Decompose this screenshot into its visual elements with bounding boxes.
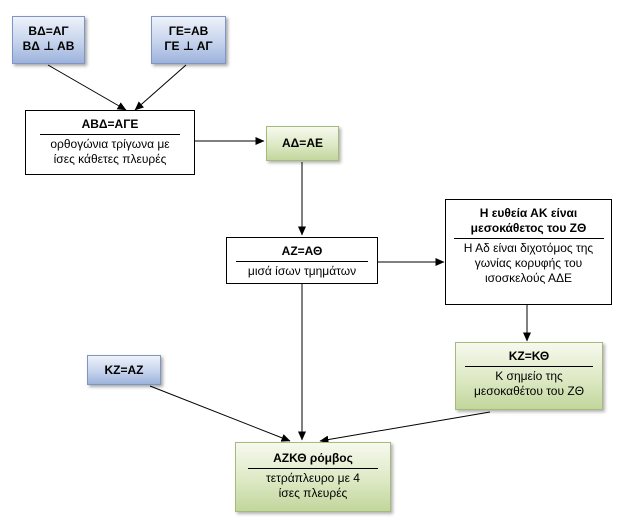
- node-kz-kth-line-1: Κ σημείο της: [495, 369, 563, 383]
- node-azkth-line-2: ίσες πλευρές: [278, 486, 348, 500]
- arrow-ge-to-abd: [134, 64, 187, 111]
- arrow-kzkth-to-rombos: [319, 411, 491, 444]
- node-ak-title-line-1: Η ευθεία ΑΚ είναι: [479, 206, 578, 220]
- node-ak-line-2: γωνίας κορυφής του: [474, 256, 583, 270]
- node-ak-line-3: ισοσκελούς ΑΔΕ: [484, 271, 573, 285]
- node-bd-ag-line-1: ΒΔ=ΑΓ: [28, 24, 69, 38]
- node-azkth-divider: [248, 468, 378, 469]
- node-ak-line-1: Η Αδ είναι διχοτόμος της: [463, 241, 594, 255]
- node-azkth-title: ΑΖΚΘ ρόμβος: [273, 451, 353, 465]
- node-ad-ae-title: ΑΔ=ΑΕ: [282, 136, 323, 150]
- node-az-ath-divider: [236, 261, 368, 262]
- node-ge-ab-line-2: ΓΕ ⊥ ΑΓ: [164, 39, 213, 53]
- node-ak-mesokathetos: Η ευθεία ΑΚ είναι μεσοκάθετος του ΖΘ Η Α…: [445, 199, 612, 305]
- node-abd-age-title: ΑΒΔ=ΑΓΕ: [81, 117, 139, 131]
- node-ak-title-line-2: μεσοκάθετος του ΖΘ: [470, 221, 587, 235]
- arrow-bd-to-abd: [47, 64, 127, 111]
- node-bd-ag-line-2: ΒΔ ⊥ ΑΒ: [22, 39, 75, 53]
- node-abd-age-divider: [40, 134, 180, 135]
- node-kz-kth: ΚΖ=ΚΘ Κ σημείο της μεσοκαθέτου του ΖΘ: [455, 342, 603, 410]
- node-az-ath: ΑΖ=ΑΘ μισά ίσων τμημάτων: [226, 237, 378, 284]
- node-kz-az: ΚΖ=ΑΖ: [87, 355, 161, 385]
- node-ad-ae: ΑΔ=ΑΕ: [266, 126, 339, 161]
- node-bd-ag: ΒΔ=ΑΓ ΒΔ ⊥ ΑΒ: [12, 16, 85, 64]
- arrow-kzaz-to-rombos: [149, 385, 291, 442]
- node-abd-age-line-1: ορθογώνια τρίγωνα με: [50, 137, 170, 151]
- node-ge-ab-line-1: ΓΕ=ΑΒ: [168, 24, 209, 38]
- node-kz-kth-title: ΚΖ=ΚΘ: [508, 349, 550, 363]
- node-azkth-line-1: τετράπλευρο με 4: [266, 471, 360, 485]
- node-kz-az-line-1: ΚΖ=ΑΖ: [104, 363, 144, 377]
- node-kz-kth-line-2: μεσοκαθέτου του ΖΘ: [473, 384, 585, 398]
- node-az-ath-title: ΑΖ=ΑΘ: [281, 244, 323, 258]
- node-kz-kth-divider: [465, 366, 593, 367]
- node-ak-divider: [453, 238, 604, 239]
- node-abd-age-line-2: ίσες κάθετες πλευρές: [53, 152, 167, 166]
- node-ge-ab: ΓΕ=ΑΒ ΓΕ ⊥ ΑΓ: [151, 16, 226, 64]
- node-az-ath-line-1: μισά ίσων τμημάτων: [247, 264, 357, 278]
- node-abd-age: ΑΒΔ=ΑΓΕ ορθογώνια τρίγωνα με ίσες κάθετε…: [25, 110, 195, 175]
- node-azkth-rombos: ΑΖΚΘ ρόμβος τετράπλευρο με 4 ίσες πλευρέ…: [235, 442, 391, 512]
